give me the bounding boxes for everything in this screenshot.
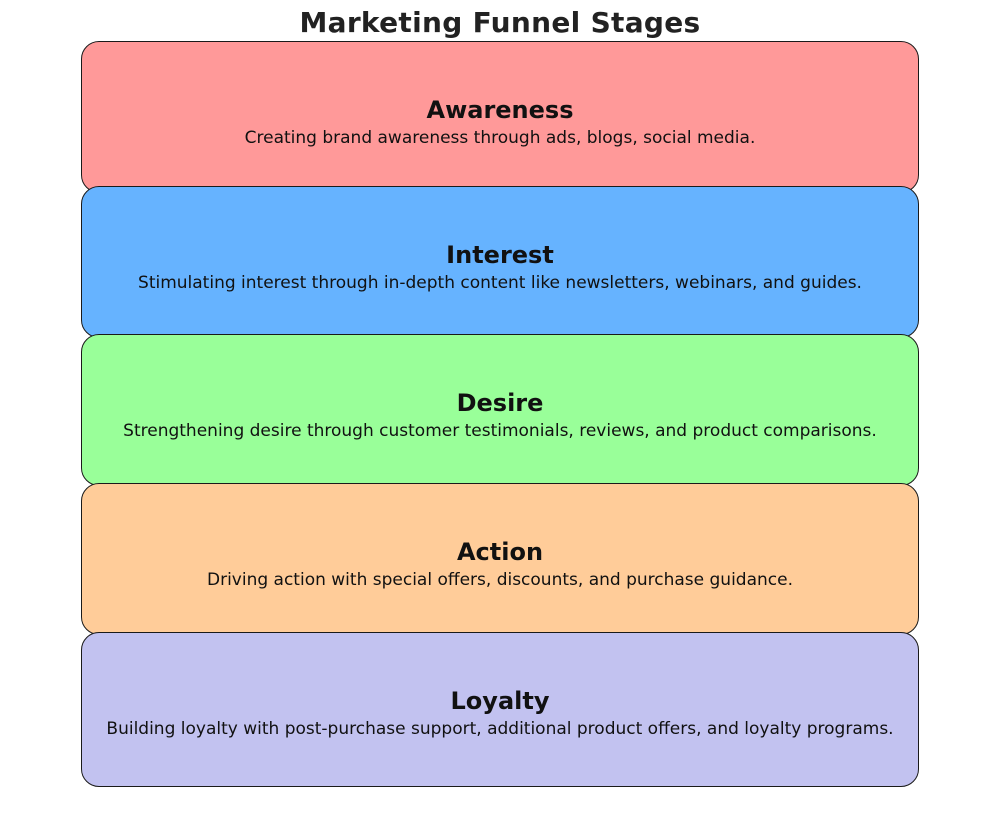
diagram-title: Marketing Funnel Stages bbox=[299, 6, 701, 39]
stage-action: Action Driving action with special offer… bbox=[81, 483, 919, 635]
stage-description: Stimulating interest through in-depth co… bbox=[138, 273, 862, 293]
stage-description: Building loyalty with post-purchase supp… bbox=[106, 719, 894, 739]
stage-interest: Interest Stimulating interest through in… bbox=[81, 186, 919, 338]
stage-name: Awareness bbox=[426, 96, 574, 124]
stage-name: Loyalty bbox=[450, 687, 550, 715]
stage-description: Strengthening desire through customer te… bbox=[123, 421, 877, 441]
stage-description: Driving action with special offers, disc… bbox=[206, 570, 793, 590]
stage-description: Creating brand awareness through ads, bl… bbox=[244, 128, 756, 148]
stage-desire: Desire Strengthening desire through cust… bbox=[81, 334, 919, 486]
stage-awareness: Awareness Creating brand awareness throu… bbox=[81, 41, 919, 193]
stage-name: Interest bbox=[446, 241, 554, 269]
stage-name: Action bbox=[456, 538, 544, 566]
stage-loyalty: Loyalty Building loyalty with post-purch… bbox=[81, 632, 919, 787]
stage-name: Desire bbox=[456, 389, 544, 417]
